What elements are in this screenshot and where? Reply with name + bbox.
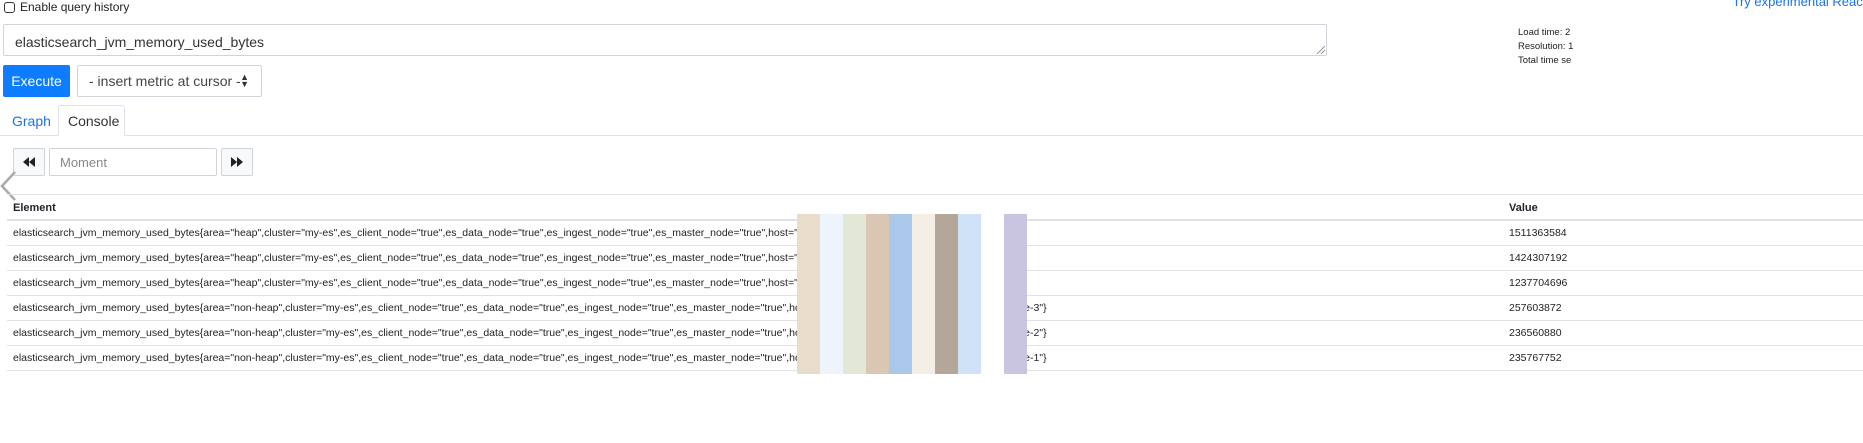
element-cell: elasticsearch_jvm_memory_used_bytes{area… <box>7 220 1503 246</box>
value-cell: 1511363584 <box>1503 220 1863 246</box>
table-row: elasticsearch_jvm_memory_used_bytes{area… <box>7 270 1863 296</box>
load-time-text: Load time: 2 <box>1518 27 1571 38</box>
query-history-toggle[interactable]: Enable query history <box>4 0 129 14</box>
execute-button[interactable]: Execute <box>3 65 70 97</box>
table-row: elasticsearch_jvm_memory_used_bytes{area… <box>7 320 1863 346</box>
value-cell: 1424307192 <box>1503 245 1863 271</box>
element-cell: elasticsearch_jvm_memory_used_bytes{area… <box>7 320 1503 346</box>
expression-input[interactable]: elasticsearch_jvm_memory_used_bytes <box>3 24 1327 56</box>
insert-metric-selected: - insert metric at cursor - <box>89 73 241 89</box>
element-cell: elasticsearch_jvm_memory_used_bytes{area… <box>7 270 1503 296</box>
expression-text: elasticsearch_jvm_memory_used_bytes <box>15 34 264 50</box>
table-row: elasticsearch_jvm_memory_used_bytes{area… <box>7 220 1863 246</box>
table-header-row: Element Value <box>7 197 1863 221</box>
select-arrows-icon: ▲▼ <box>240 72 249 89</box>
moment-back-button[interactable] <box>13 148 45 176</box>
results-table: Element Value elasticsearch_jvm_memory_u… <box>7 197 1863 371</box>
tabs-divider <box>0 135 1863 136</box>
value-cell: 236560880 <box>1503 320 1863 346</box>
insert-metric-select[interactable]: - insert metric at cursor - ▲▼ <box>77 65 262 97</box>
query-history-label: Enable query history <box>20 0 130 14</box>
tab-graph[interactable]: Graph <box>12 112 51 129</box>
value-cell: 235767752 <box>1503 345 1863 371</box>
tab-console[interactable]: Console <box>58 105 125 136</box>
resize-grip-icon[interactable] <box>1317 46 1325 54</box>
table-row: elasticsearch_jvm_memory_used_bytes{area… <box>7 245 1863 271</box>
element-cell: elasticsearch_jvm_memory_used_bytes{area… <box>7 295 1503 321</box>
query-stats: Load time: 2 Resolution: 1 Total time se <box>1518 26 1573 68</box>
table-row: elasticsearch_jvm_memory_used_bytes{area… <box>7 295 1863 321</box>
rewind-icon <box>23 157 35 167</box>
table-row: elasticsearch_jvm_memory_used_bytes{area… <box>7 345 1863 371</box>
element-cell: elasticsearch_jvm_memory_used_bytes{area… <box>7 345 1503 371</box>
column-header-element: Element <box>7 197 1503 221</box>
value-cell: 257603872 <box>1503 295 1863 321</box>
total-time-text: Total time se <box>1518 55 1572 66</box>
experimental-ui-link[interactable]: Try experimental React UI <box>1732 0 1863 9</box>
resolution-text: Resolution: 1 <box>1518 41 1574 52</box>
table-divider <box>7 194 1863 195</box>
element-cell: elasticsearch_jvm_memory_used_bytes{area… <box>7 245 1503 271</box>
column-header-value: Value <box>1503 197 1863 221</box>
chevron-left-icon[interactable] <box>0 170 18 202</box>
fast-forward-icon <box>231 157 243 167</box>
value-cell: 1237704696 <box>1503 270 1863 296</box>
moment-forward-button[interactable] <box>221 148 253 176</box>
moment-input[interactable]: Moment <box>49 148 217 176</box>
query-history-checkbox[interactable] <box>4 1 15 13</box>
